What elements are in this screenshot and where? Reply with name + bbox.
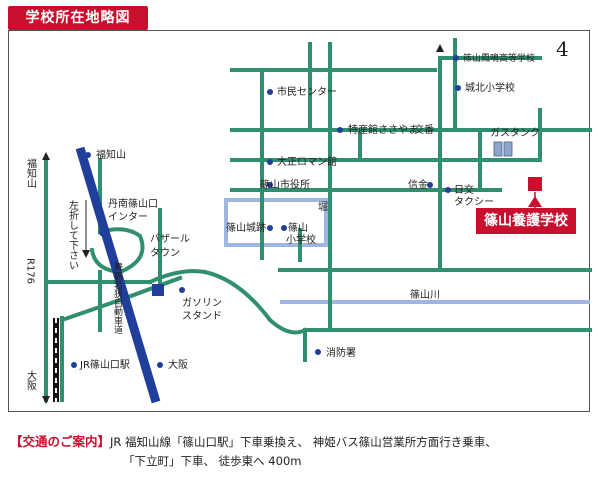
- label-city-office: 篠山市役所: [260, 178, 310, 191]
- label-sasayama-elem-1: 篠山: [288, 221, 308, 234]
- bazaar-building: [152, 284, 164, 296]
- label-taisho-roman: 大正ロマン館: [277, 155, 337, 168]
- label-bazaar-1: バザール: [150, 233, 190, 245]
- label-expressway: 舞鶴若狭自動車道: [112, 262, 123, 335]
- label-gas-station-2: スタンド: [182, 310, 222, 322]
- landmark-dots: [71, 55, 461, 368]
- school-pointer-head: [528, 196, 542, 207]
- gas-tank-icon: [493, 141, 513, 157]
- label-jr-station: JR篠山口駅: [79, 358, 130, 371]
- arrow-down-turn-icon: [82, 250, 90, 258]
- direction-arrows: [42, 44, 444, 404]
- north-indicator: 4: [556, 37, 569, 61]
- map-title: 学校所在地略図: [8, 6, 148, 30]
- label-fire-station: 消防署: [326, 346, 356, 359]
- label-fukuchiyama-vertical: 福知山: [25, 157, 37, 188]
- label-joboku-elem: 城北小学校: [465, 81, 515, 94]
- label-turn-left: 左折して下さい: [67, 199, 79, 270]
- label-osaka-vertical: 大阪: [25, 369, 37, 391]
- label-interchange-1: 丹南篠山口: [108, 197, 158, 210]
- label-bazaar-2: タウン: [150, 247, 180, 259]
- label-fukuchiyama-arrow: 福知山: [96, 148, 126, 161]
- label-tokusankan: 特産館ささやま: [348, 123, 418, 136]
- label-moat: 堀: [318, 201, 328, 213]
- arrow-up-fukuchiyama-icon: [42, 152, 50, 160]
- access-text-1: JR 福知山線「篠山口駅」下車乗換え、 神姫バス篠山営業所方面行き乗車、: [110, 435, 497, 449]
- north-label: 4: [556, 37, 569, 61]
- school-label: 篠山養護学校: [476, 208, 576, 234]
- label-osaka-arrow: 大阪: [168, 358, 188, 371]
- label-shinkin: 信金: [408, 178, 428, 191]
- label-homei-high: 篠山鳳鳴高等学校: [463, 52, 535, 64]
- access-line-2: 「下立町」下車、 徒歩東へ 400m: [123, 454, 302, 468]
- label-nikko-taxi-1: 日交: [454, 183, 474, 196]
- school-marker-icon: [528, 177, 542, 191]
- moat: [224, 198, 328, 247]
- label-gas-tank: ガスタンク: [490, 127, 540, 139]
- expressway: [75, 146, 161, 404]
- label-gas-station-1: ガソリン: [182, 297, 222, 309]
- map-labels: 福知山 丹南篠山口 インター R176 福知山 大阪 左折して下さい 舞鶴若狭自…: [25, 52, 541, 391]
- arrow-down-osaka-icon: [42, 396, 50, 404]
- label-sasayama-elem-2: 小学校: [286, 233, 316, 246]
- access-info: 【交通のご案内】JR 福知山線「篠山口駅」下車乗換え、 神姫バス篠山営業所方面行…: [10, 432, 590, 471]
- label-r176: R176: [25, 258, 36, 284]
- access-line-1: 【交通のご案内】JR 福知山線「篠山口駅」下車乗換え、 神姫バス篠山営業所方面行…: [10, 432, 590, 452]
- label-koban: 交番: [414, 123, 434, 136]
- arrow-up-homei-icon: [436, 44, 444, 52]
- roads: [44, 38, 592, 402]
- label-sasayama-river: 篠山川: [410, 288, 440, 301]
- access-tag: 【交通のご案内】: [10, 434, 111, 449]
- label-interchange-2: インター: [108, 211, 148, 223]
- label-nikko-taxi-2: タクシー: [454, 196, 494, 208]
- label-shimin-center: 市民センター: [277, 85, 337, 98]
- label-castle-ruins: 篠山城跡: [226, 221, 266, 234]
